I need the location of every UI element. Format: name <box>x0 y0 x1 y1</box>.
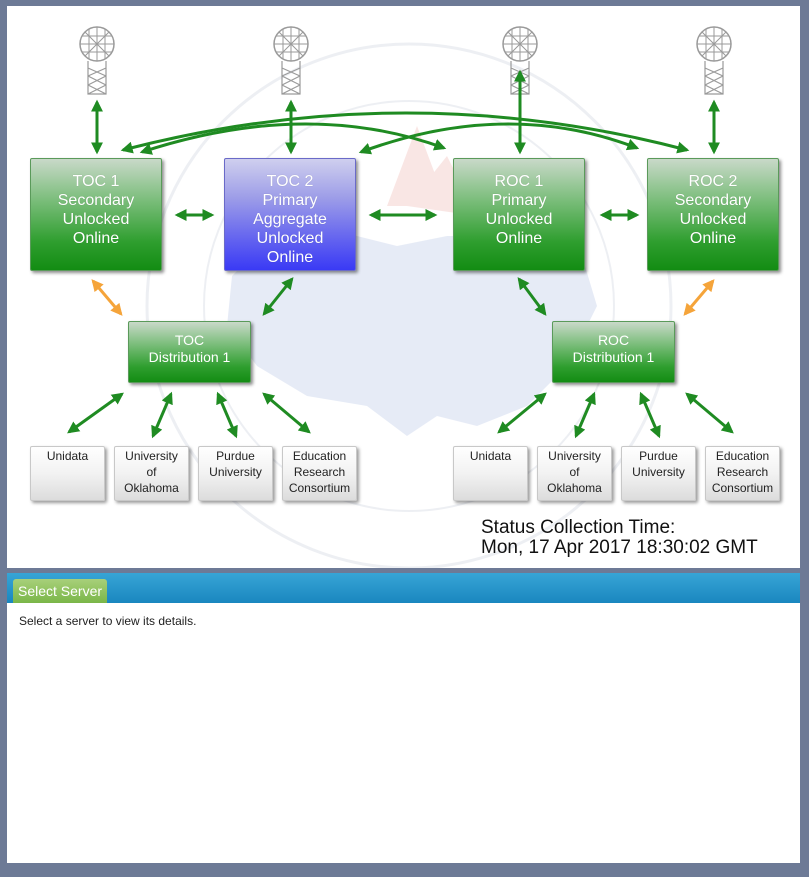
node-status: Online <box>72 230 120 247</box>
roc-distribution-node[interactable]: ROC Distribution 1 <box>552 321 675 383</box>
node-label: Unidata <box>46 449 89 463</box>
node-lock-state: Unlocked <box>485 211 553 228</box>
consumer-node-purdue-university[interactable]: Purdue University <box>198 446 273 501</box>
roc1-server-node[interactable]: ROC 1 Primary Unlocked Online <box>453 158 585 271</box>
node-status: Online <box>266 249 314 266</box>
node-lock-state: Unlocked <box>679 211 747 228</box>
tab-select-server[interactable]: Select Server <box>13 579 108 603</box>
node-role: Secondary <box>674 192 752 209</box>
node-label: Education <box>292 449 347 463</box>
node-label: Distribution 1 <box>148 349 231 365</box>
radar-tower-icon <box>79 26 115 95</box>
node-label: Oklahoma <box>124 481 179 495</box>
consumer-node-university-of-oklahoma[interactable]: University of Oklahoma <box>114 446 189 501</box>
toc2-server-node[interactable]: TOC 2 Primary Aggregate Unlocked Online <box>224 158 356 271</box>
node-label: University <box>632 465 685 479</box>
node-label: ROC 2 <box>688 173 738 190</box>
node-label: University <box>209 465 262 479</box>
seal-watermark <box>145 42 673 568</box>
node-lock-state: Unlocked <box>62 211 130 228</box>
radar-tower-icon <box>696 26 732 95</box>
server-details-panel: Select Server Select a server to view it… <box>7 573 800 863</box>
node-lock-state: Unlocked <box>256 230 324 247</box>
node-label: Unidata <box>469 449 512 463</box>
consumer-node-unidata[interactable]: Unidata <box>30 446 105 501</box>
node-label: Oklahoma <box>547 481 602 495</box>
node-label: Distribution 1 <box>572 349 655 365</box>
node-label: Research <box>716 465 769 479</box>
node-label: Consortium <box>288 481 351 495</box>
node-label: Consortium <box>711 481 774 495</box>
node-role: Secondary <box>57 192 135 209</box>
details-message: Select a server to view its details. <box>19 614 197 628</box>
node-label: TOC 2 <box>266 173 314 190</box>
node-role: Primary <box>491 192 547 209</box>
node-label: University <box>548 449 601 463</box>
node-label: Purdue <box>216 449 255 463</box>
roc2-server-node[interactable]: ROC 2 Secondary Unlocked Online <box>647 158 779 271</box>
details-tab-strip: Select Server <box>7 573 800 603</box>
standby-link-arrows <box>91 279 715 316</box>
node-label: TOC 1 <box>72 173 120 190</box>
toc-distribution-node[interactable]: TOC Distribution 1 <box>128 321 251 383</box>
node-label: Purdue <box>639 449 678 463</box>
network-status-diagram: TOC 1 Secondary Unlocked Online TOC 2 Pr… <box>7 6 800 568</box>
consumer-node-university-of-oklahoma[interactable]: University of Oklahoma <box>537 446 612 501</box>
diagram-canvas <box>67 26 734 568</box>
link-arrows <box>67 69 734 439</box>
node-label: ROC <box>597 332 630 348</box>
node-mode: Aggregate <box>253 211 327 228</box>
node-label: ROC 1 <box>494 173 544 190</box>
consumer-node-purdue-university[interactable]: Purdue University <box>621 446 696 501</box>
status-collection-label: Status Collection Time: <box>481 517 676 538</box>
node-label: TOC <box>174 332 205 348</box>
node-label: of <box>569 465 580 479</box>
node-status: Online <box>689 230 737 247</box>
radar-tower-icon <box>273 26 309 95</box>
toc1-server-node[interactable]: TOC 1 Secondary Unlocked Online <box>30 158 162 271</box>
node-label: Education <box>715 449 770 463</box>
status-collection-time: Mon, 17 Apr 2017 18:30:02 GMT <box>481 537 758 558</box>
node-label: University <box>125 449 178 463</box>
node-role: Primary <box>262 192 318 209</box>
consumer-node-unidata[interactable]: Unidata <box>453 446 528 501</box>
consumer-node-education-research-consortium[interactable]: Education Research Consortium <box>282 446 357 501</box>
node-status: Online <box>495 230 543 247</box>
node-label: of <box>146 465 157 479</box>
node-label: Research <box>293 465 346 479</box>
consumer-node-education-research-consortium[interactable]: Education Research Consortium <box>705 446 780 501</box>
